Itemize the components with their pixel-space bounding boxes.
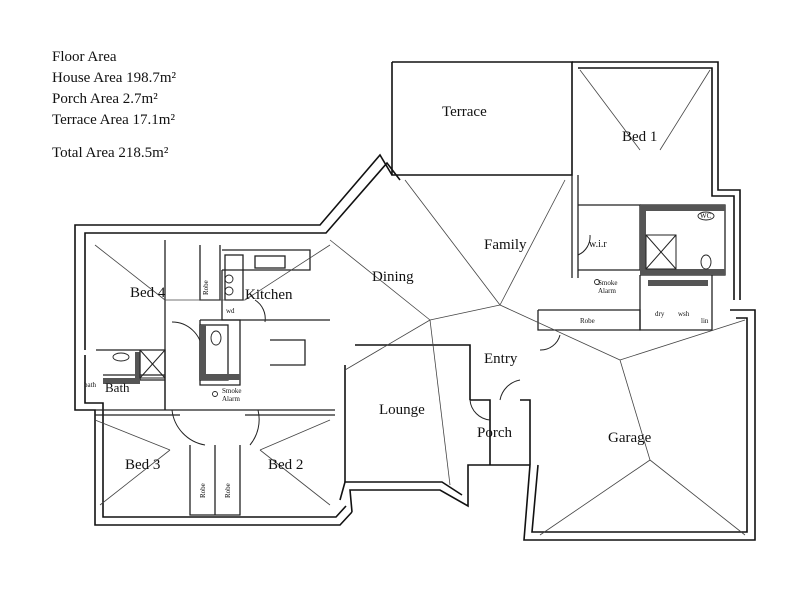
room-label-entry: Entry (484, 351, 518, 367)
smoke-alarm-hall-word2: Alarm (222, 395, 240, 403)
room-label-wir: w.i.r (589, 239, 607, 250)
room-label-terrace: Terrace (442, 104, 487, 120)
kitchen-wall-label: wd (226, 307, 235, 315)
floor-area-summary: Floor Area House Area 198.7m² Porch Area… (52, 47, 176, 164)
house-area-text: House Area 198.7m² (52, 70, 177, 86)
room-label-lounge: Lounge (379, 402, 425, 418)
room-label-family: Family (484, 237, 527, 253)
tiled-areas (103, 205, 725, 384)
room-label-kitchen: Kitchen (245, 287, 293, 303)
total-area-text: Total Area 218.5m² (52, 145, 169, 161)
room-label-dining: Dining (372, 269, 414, 285)
terrace-area-text: Terrace Area 17.1m² (52, 112, 175, 128)
outer-walls (74, 61, 756, 541)
room-label-bed1: Bed 1 (622, 129, 657, 145)
robe-label-bed1: Robe (580, 317, 595, 325)
linen-label: lin (701, 317, 709, 325)
wc-label: WC (700, 212, 712, 220)
wash-label: wsh (678, 310, 690, 318)
room-label-garage: Garage (608, 430, 652, 446)
roof-lines (94, 69, 746, 536)
room-label-bath: Bath (105, 380, 130, 395)
dryer-label: dry (655, 310, 665, 318)
bath-short-label: bath (84, 381, 97, 389)
smoke-alarm-family-word1: Smoke (598, 279, 617, 287)
room-labels: Terrace Bed 1 Family Dining Bed 4 Kitche… (105, 104, 657, 473)
smoke-alarm-hall-word1: Smoke (222, 387, 241, 395)
robe-label-bed2: Robe (224, 483, 232, 498)
porch-area-text: Porch Area 2.7m² (52, 91, 158, 107)
shower-bed1 (139, 234, 677, 379)
fixture-labels: Robe Robe Robe Robe Smoke Alarm Smoke Al… (84, 212, 712, 498)
robe-label-bed4: Robe (202, 280, 210, 295)
smoke-alarm-family-word2: Alarm (598, 287, 616, 295)
sink-icons (112, 211, 715, 397)
room-label-bed3: Bed 3 (125, 457, 160, 473)
room-label-bed4: Bed 4 (130, 285, 166, 301)
room-label-bed2: Bed 2 (268, 457, 303, 473)
room-label-porch: Porch (477, 425, 512, 441)
robe-label-bed3: Robe (199, 483, 207, 498)
floor-area-title: Floor Area (52, 49, 117, 65)
